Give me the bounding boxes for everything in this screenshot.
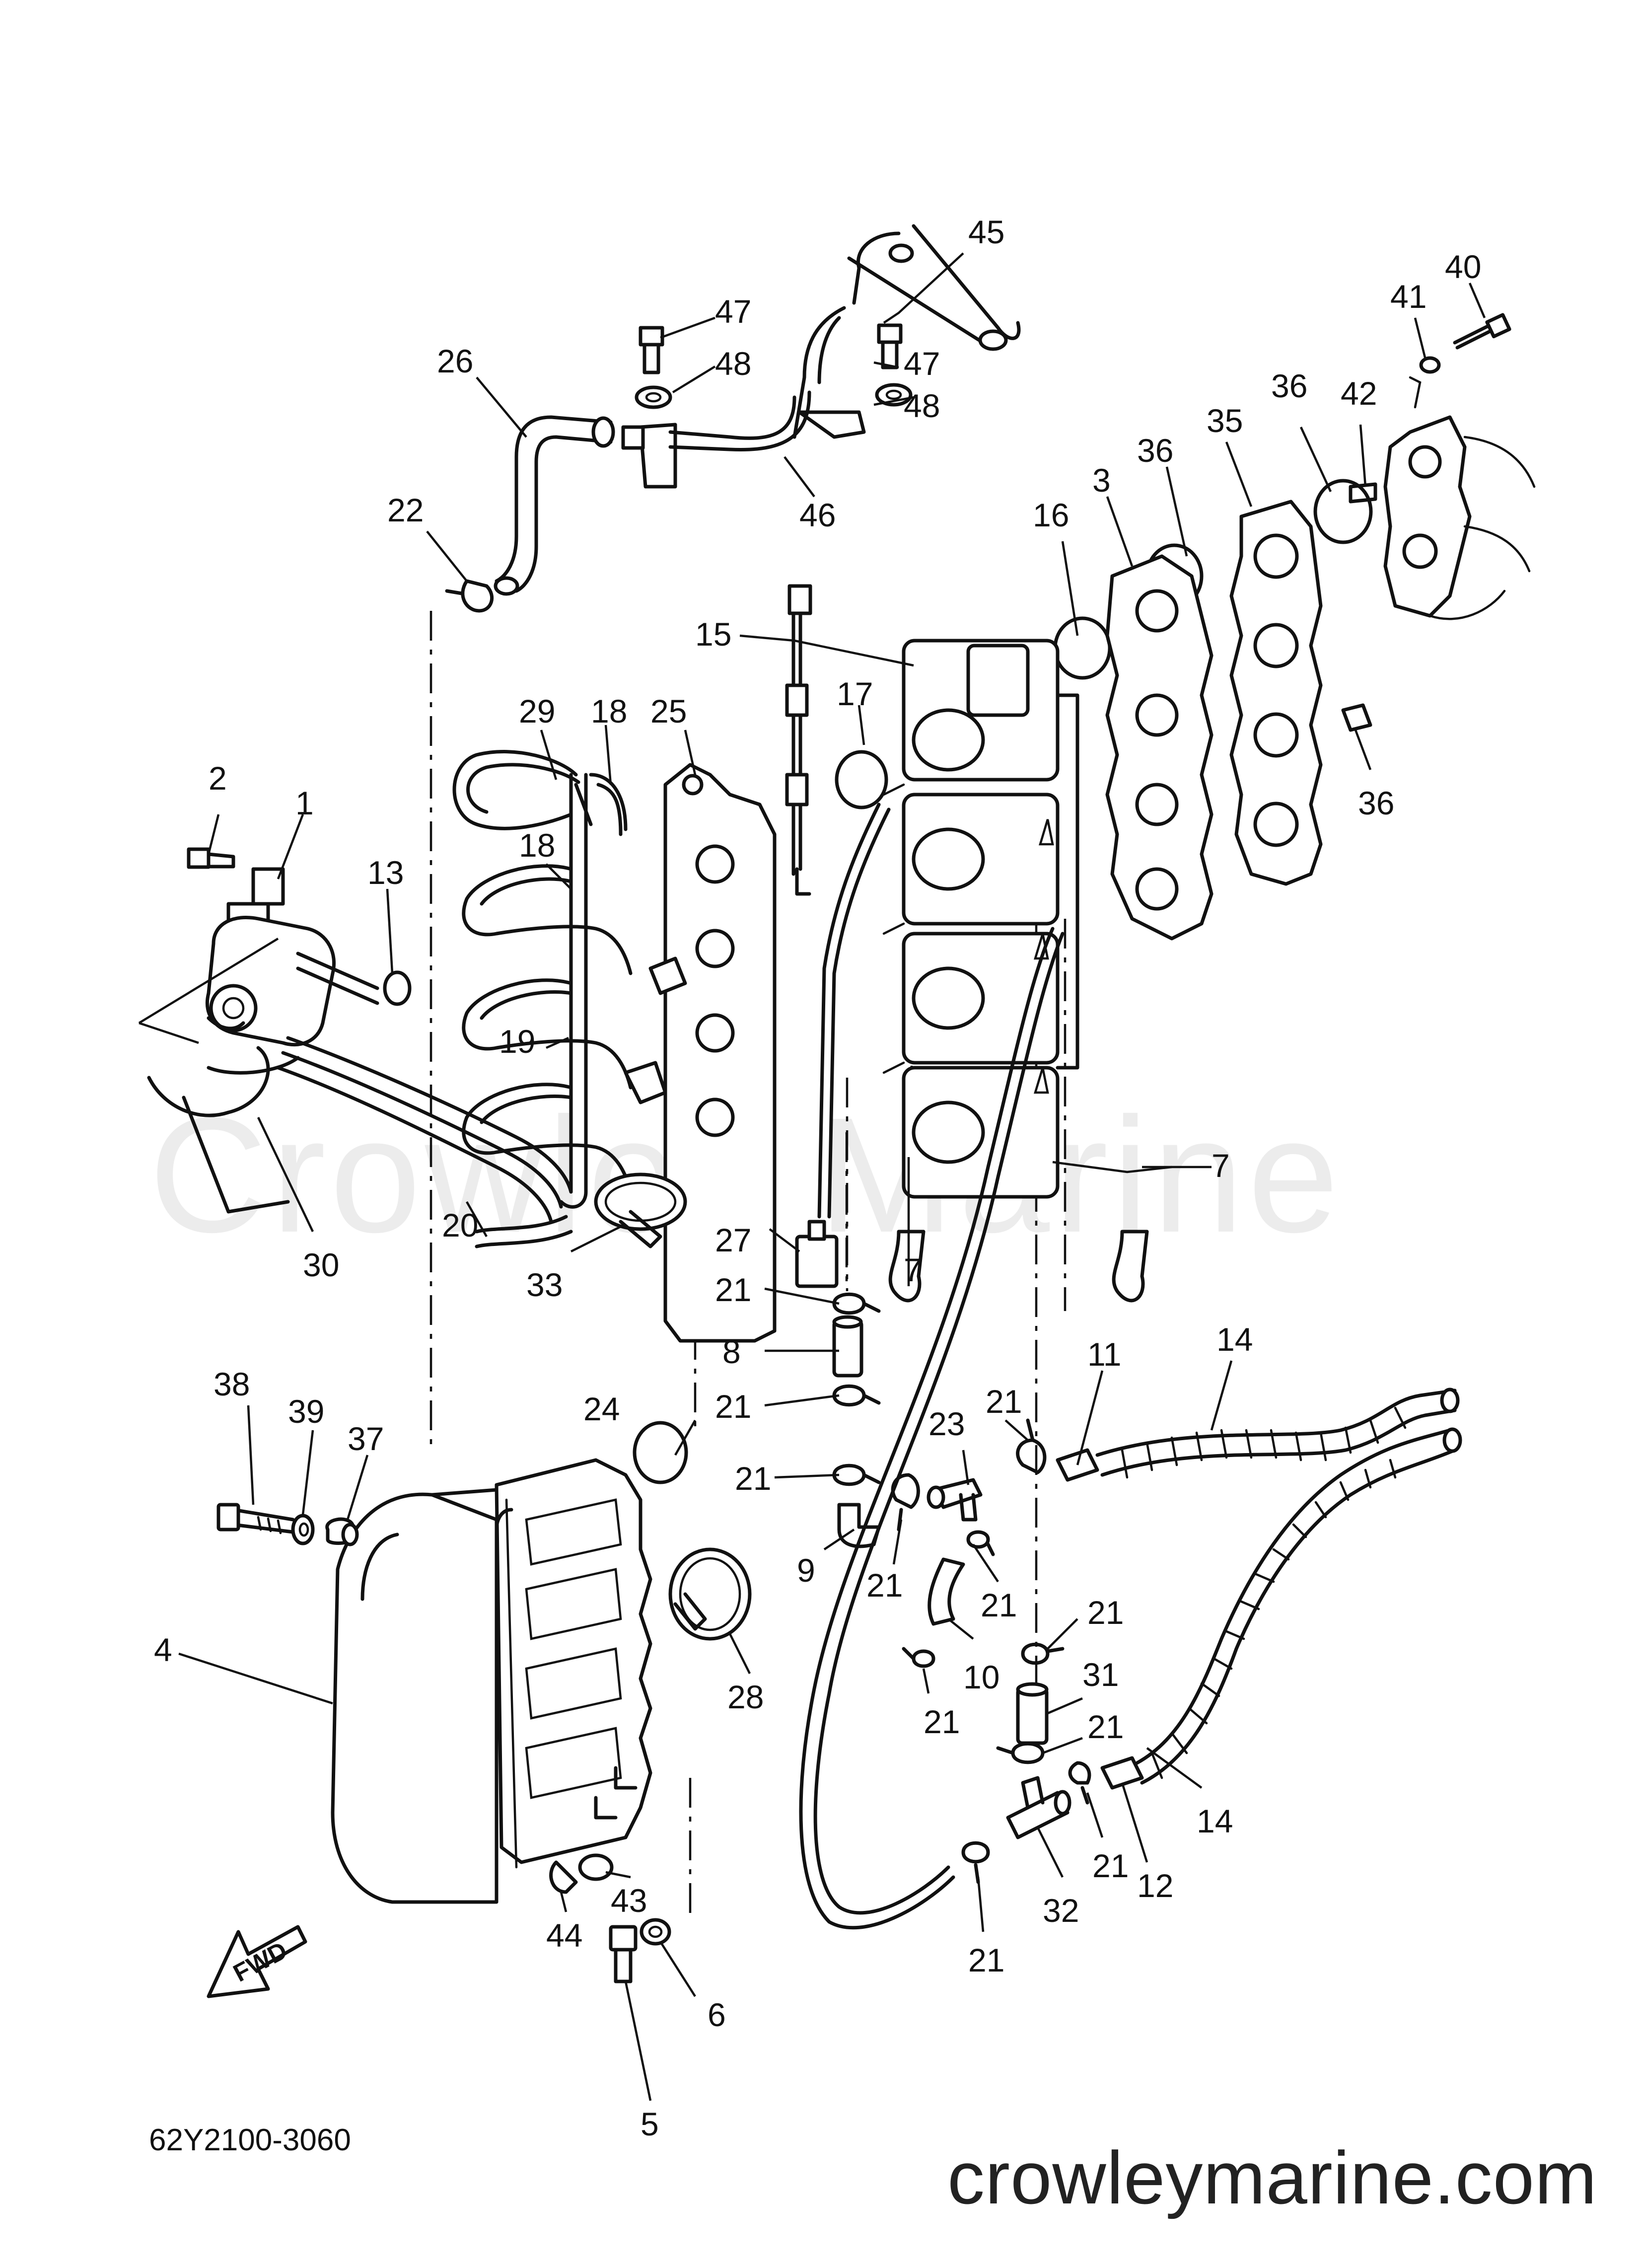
callout-21: 21 <box>981 1587 1017 1623</box>
tie-band-33 <box>594 1172 687 1248</box>
oring-24-and-band-28 <box>633 1421 752 1641</box>
callout-8: 8 <box>722 1333 741 1370</box>
callout-16: 16 <box>1033 497 1069 533</box>
callout-27: 27 <box>715 1222 751 1258</box>
callout-26: 26 <box>437 343 473 379</box>
drawing-code: 62Y2100-3060 <box>149 2123 351 2157</box>
callout-46: 46 <box>799 497 836 533</box>
callout-40: 40 <box>1445 248 1481 285</box>
footer-brand[interactable]: crowleymarine.com <box>947 2136 1597 2219</box>
callout-17: 17 <box>837 675 873 712</box>
callout-47: 47 <box>904 345 940 382</box>
callout-21: 21 <box>986 1383 1022 1420</box>
callout-21: 21 <box>715 1388 751 1425</box>
callout-45: 45 <box>968 214 1004 250</box>
callout-48: 48 <box>715 345 751 382</box>
callout-25: 25 <box>650 693 687 730</box>
callout-19: 19 <box>499 1023 535 1060</box>
hose-loops <box>276 750 687 1248</box>
callout-5: 5 <box>641 2106 659 2142</box>
callout-11: 11 <box>1087 1336 1122 1373</box>
callout-38: 38 <box>214 1366 250 1402</box>
callout-21: 21 <box>924 1703 960 1740</box>
callout-23: 23 <box>928 1405 965 1442</box>
callout-labels: 45 47 48 47 48 46 26 22 15 17 16 3 36 35… <box>154 214 1481 2142</box>
callout-2: 2 <box>209 760 227 797</box>
callout-21: 21 <box>715 1271 751 1308</box>
callout-7: 7 <box>1212 1147 1230 1184</box>
callout-15: 15 <box>695 616 731 653</box>
callout-20: 20 <box>442 1207 478 1244</box>
intake-silencer-4 <box>331 1458 671 1983</box>
intake-gasket-25 <box>663 763 777 1343</box>
callout-48: 48 <box>904 387 940 424</box>
callout-28: 28 <box>727 1679 764 1715</box>
callout-14: 14 <box>1216 1321 1253 1358</box>
callout-32: 32 <box>1043 1892 1079 1929</box>
callout-35: 36 <box>1358 785 1394 821</box>
callout-10: 10 <box>963 1659 999 1695</box>
callout-43: 43 <box>611 1882 647 1919</box>
callout-21: 21 <box>968 1942 1004 1978</box>
callout-33: 33 <box>526 1266 563 1303</box>
callout-12: 12 <box>1137 1867 1173 1904</box>
manifold-gaskets <box>1105 482 1377 941</box>
callout-21: 21 <box>1092 1847 1129 1884</box>
callout-21: 21 <box>1087 1708 1124 1745</box>
callout-42: 42 <box>1341 375 1377 412</box>
bolt-washer-collar <box>216 1503 359 1546</box>
callout-1: 1 <box>295 785 314 821</box>
callout-7: 7 <box>904 1251 922 1288</box>
carburetor-stack <box>882 639 1079 1199</box>
callout-21: 21 <box>735 1460 771 1497</box>
callout-14: 14 <box>1197 1803 1233 1839</box>
connector-27 <box>795 1220 839 1288</box>
callout-44: 44 <box>546 1917 582 1954</box>
fuel-fittings <box>832 1292 1144 1884</box>
callout-3: 3 <box>1092 462 1111 499</box>
callout-21: 21 <box>1087 1594 1124 1631</box>
callout-29: 29 <box>519 693 555 730</box>
fuel-hoses-14 <box>1095 1388 1462 1785</box>
sensor-assembly <box>147 847 412 1214</box>
callout-36: 36 <box>1137 432 1173 469</box>
breather-hose-assembly <box>621 224 1021 489</box>
callout-18: 18 <box>519 827 555 864</box>
callout-24: 24 <box>583 1390 620 1427</box>
callout-47: 47 <box>715 293 751 330</box>
hose-26-and-clip-22 <box>445 415 615 613</box>
callout-18: 18 <box>591 693 627 730</box>
callout-22: 22 <box>387 492 424 528</box>
fwd-arrow-icon: FWD <box>207 1925 307 1998</box>
callout-31: 31 <box>1082 1656 1119 1693</box>
callout-30: 30 <box>303 1246 339 1283</box>
cylinder-block-partial <box>1383 313 1536 620</box>
leader-lines <box>138 252 1486 2101</box>
callout-37: 37 <box>348 1420 384 1457</box>
callout-34: 35 <box>1207 402 1243 439</box>
callout-9: 9 <box>797 1552 815 1589</box>
callout-36: 36 <box>1271 367 1307 404</box>
callout-6: 6 <box>708 1996 726 2033</box>
callout-13: 13 <box>367 854 404 891</box>
fuel-lines <box>799 803 1149 1930</box>
callout-39: 39 <box>288 1393 324 1430</box>
callout-41: 41 <box>1390 278 1427 315</box>
callout-4: 4 <box>154 1631 172 1668</box>
callout-21: 21 <box>866 1567 903 1604</box>
